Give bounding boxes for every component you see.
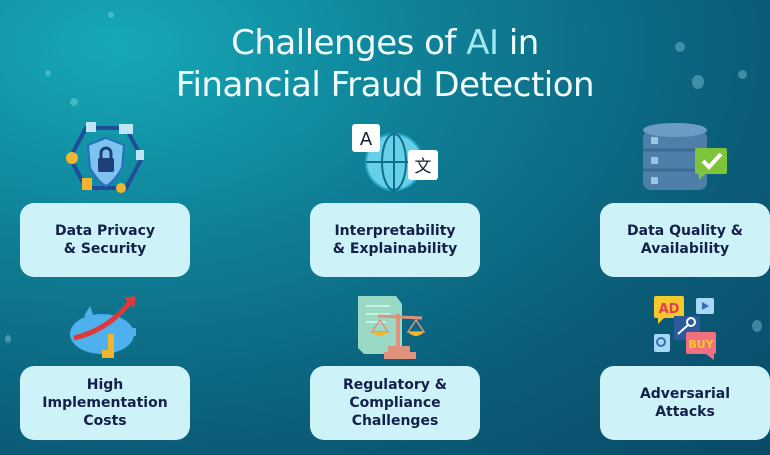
decor-dot [45,70,51,76]
page-title: Challenges of AI in Financial Fraud Dete… [0,22,770,106]
challenge-label: Adversarial Attacks [639,386,731,420]
icon-ad-text: AD [659,302,680,317]
challenge-card-adversarial: Adversarial Attacks [600,366,770,440]
challenge-label: Data Privacy & Security [54,223,156,257]
ad-attack-icon: AD BUY [654,296,716,360]
challenge-label: Regulatory & Compliance Challenges [343,377,447,429]
decor-dot [5,335,11,343]
title-text: Challenges of [231,23,467,63]
decor-dot [692,75,704,89]
challenge-card-data-privacy: Data Privacy & Security [20,203,190,277]
icon-letter-wen: 文 [415,157,432,177]
decor-dot [675,42,685,52]
database-check-icon [643,123,727,190]
decor-dot [752,320,762,332]
icon-buy-text: BUY [688,338,714,351]
security-shield-icon [66,122,145,193]
decor-dot [108,12,114,18]
title-text: in [498,23,540,63]
challenge-card-regulatory: Regulatory & Compliance Challenges [310,366,480,440]
document-scales-icon [358,296,426,359]
decor-dot [70,98,78,106]
decor-dot [738,70,747,79]
challenge-card-data-quality: Data Quality & Availability [600,203,770,277]
challenge-label: High Implementation Costs [42,377,168,429]
title-highlight: AI [466,23,499,63]
challenge-card-implementation-costs: High Implementation Costs [20,366,190,440]
title-line-2: Financial Fraud Detection [175,65,595,105]
challenge-label: Data Quality & Availability [627,223,743,257]
translate-globe-icon: A 文 [352,124,438,191]
challenge-card-interpretability: Interpretability & Explainability [310,203,480,277]
icon-letter-a: A [360,129,373,150]
piggy-bank-rising-cost-icon [70,296,136,358]
challenge-label: Interpretability & Explainability [332,223,458,257]
